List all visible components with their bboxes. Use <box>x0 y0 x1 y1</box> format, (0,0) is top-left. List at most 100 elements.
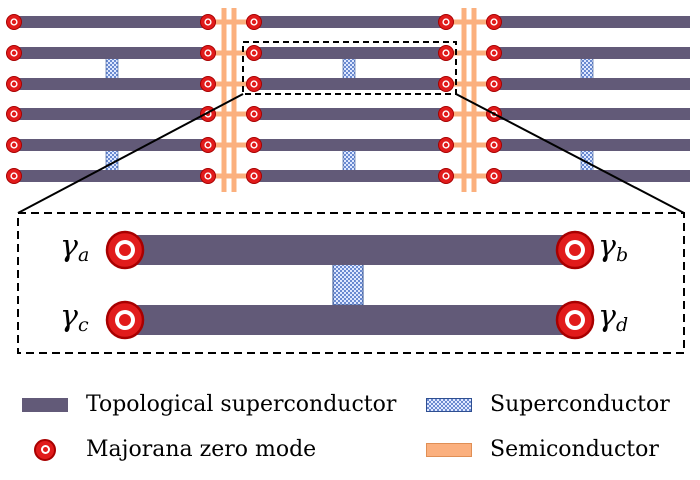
majorana-mode-c2-r3-left-dot <box>251 81 257 87</box>
gamma-a-label: γa <box>60 232 89 265</box>
gamma-d-label: γd <box>598 302 628 335</box>
majorana-mode-c2-r3-left <box>246 76 262 92</box>
semiconductor-junction-1-stripe-2 <box>231 8 237 192</box>
topological-wire-c1-r2 <box>14 47 208 59</box>
semiconductor-junction-1-crossbar-6 <box>210 173 248 179</box>
zoom-topological-wire-top <box>127 235 574 265</box>
semiconductor-junction-2-stripe-1 <box>461 8 467 192</box>
majorana-mode-c1-r4-left <box>6 106 22 122</box>
majorana-mode-c2-r1-left <box>246 14 262 30</box>
majorana-mode-c2-r6-left-dot <box>251 173 257 179</box>
majorana-mode-gamma-d-dot <box>569 314 581 326</box>
topological-wire-c2-r6 <box>254 170 446 182</box>
majorana-mode-c3-r2-left <box>486 45 502 61</box>
topological-wire-c1-r4 <box>14 108 208 120</box>
legend-topological-superconductor-label: Topological superconductor <box>86 392 397 417</box>
majorana-mode-gamma-d <box>555 300 595 340</box>
majorana-mode-c2-r2-right-dot <box>443 50 449 56</box>
wire-array <box>6 8 690 192</box>
majorana-mode-c2-r4-left <box>246 106 262 122</box>
majorana-mode-c2-r6-right <box>438 168 454 184</box>
majorana-mode-c3-r5-left-dot <box>491 142 497 148</box>
topological-wire-c3-r4 <box>494 108 690 120</box>
majorana-mode-c3-r3-left-dot <box>491 81 497 87</box>
topological-wire-c1-r6 <box>14 170 208 182</box>
legend-majorana-zero-mode-label: Majorana zero mode <box>86 437 317 462</box>
majorana-mode-c1-r1-right <box>200 14 216 30</box>
semiconductor-junction-2-crossbar-6 <box>450 173 488 179</box>
topological-superconductor-swatch <box>22 397 68 412</box>
majorana-mode-c1-r3-left <box>6 76 22 92</box>
majorana-mode-c2-r5-right <box>438 137 454 153</box>
majorana-mode-c1-r6-right <box>200 168 216 184</box>
majorana-mode-c1-r1-right-dot <box>205 19 211 25</box>
legend-superconductor-label: Superconductor <box>490 392 670 417</box>
majorana-zero-mode-icon <box>34 438 56 461</box>
gamma-a-symbol: γ <box>60 229 78 264</box>
majorana-mode-c1-r5-right-dot <box>205 142 211 148</box>
legend-superconductor: Superconductor <box>426 392 670 417</box>
zoom-highlight-box <box>242 41 457 95</box>
gamma-b-label: γb <box>598 232 628 265</box>
gamma-b-symbol: γ <box>598 229 616 264</box>
semiconductor-junction-2-crossbar-2 <box>450 50 488 56</box>
majorana-mode-c1-r3-right <box>200 76 216 92</box>
zoom-inset <box>17 93 685 354</box>
majorana-mode-c1-r5-left-dot <box>11 142 17 148</box>
gamma-c-symbol: γ <box>60 299 78 334</box>
majorana-mode-c3-r6-left-dot <box>491 173 497 179</box>
topological-wire-c3-r6 <box>494 170 690 182</box>
majorana-mode-gamma-c <box>105 300 145 340</box>
zoom-connector-left <box>17 93 244 214</box>
majorana-mode-c2-r1-right-dot <box>443 19 449 25</box>
majorana-mode-c1-r4-left-dot <box>11 111 17 117</box>
majorana-mode-c1-r6-left <box>6 168 22 184</box>
majorana-mode-c1-r3-left-dot <box>11 81 17 87</box>
majorana-mode-gamma-b <box>555 230 595 270</box>
legend-semiconductor-label: Semiconductor <box>490 437 659 462</box>
topological-wire-c2-r2 <box>254 47 446 59</box>
semiconductor-junction-1-crossbar-4 <box>210 111 248 117</box>
majorana-mode-c3-r1-left <box>486 14 502 30</box>
topological-wire-c2-r4 <box>254 108 446 120</box>
topological-wire-c1-r1 <box>14 16 208 28</box>
topological-wire-c1-r3 <box>14 78 208 90</box>
topological-wire-c1-r5 <box>14 139 208 151</box>
gamma-c-subscript: c <box>77 314 89 336</box>
semiconductor-junction-2-crossbar-4 <box>450 111 488 117</box>
majorana-mode-c1-r5-right <box>200 137 216 153</box>
majorana-mode-c3-r2-left-dot <box>491 50 497 56</box>
majorana-mode-c2-r5-right-dot <box>443 142 449 148</box>
majorana-mode-c3-r3-left <box>486 76 502 92</box>
semiconductor-junction-2-stripe-2 <box>471 8 477 192</box>
majorana-mode-c2-r2-right <box>438 45 454 61</box>
legend-majorana-zero-mode: Majorana zero mode <box>22 437 316 462</box>
majorana-mode-gamma-c-dot <box>119 314 131 326</box>
semiconductor-junction-1-crossbar-1 <box>210 19 248 25</box>
majorana-mode-c1-r1-left-dot <box>11 19 17 25</box>
majorana-mode-gamma-a-dot <box>119 244 131 256</box>
superconductor-swatch <box>426 397 472 412</box>
majorana-mode-c3-r6-left <box>486 168 502 184</box>
topological-wire-c3-r5 <box>494 139 690 151</box>
majorana-mode-c1-r6-right-dot <box>205 173 211 179</box>
semiconductor-swatch <box>426 442 472 457</box>
majorana-mode-c2-r4-left-dot <box>251 111 257 117</box>
legend-topological-superconductor: Topological superconductor <box>22 392 396 417</box>
majorana-mode-c1-r2-right-dot <box>205 50 211 56</box>
majorana-mode-c2-r4-right <box>438 106 454 122</box>
majorana-mode-c2-r2-left-dot <box>251 50 257 56</box>
legend-semiconductor: Semiconductor <box>426 437 659 462</box>
majorana-mode-c2-r6-left <box>246 168 262 184</box>
majorana-mode-c2-r1-right <box>438 14 454 30</box>
majorana-mode-c1-r5-left <box>6 137 22 153</box>
gamma-d-subscript: d <box>615 314 629 336</box>
majorana-mode-c1-r6-left-dot <box>11 173 17 179</box>
semiconductor-junction-1-crossbar-2 <box>210 50 248 56</box>
topological-wire-c3-r3 <box>494 78 690 90</box>
zoom-topological-wire-bottom <box>127 305 574 335</box>
majorana-mode-c2-r6-right-dot <box>443 173 449 179</box>
topological-wire-c2-r1 <box>254 16 446 28</box>
majorana-mode-c2-r5-left-dot <box>251 142 257 148</box>
